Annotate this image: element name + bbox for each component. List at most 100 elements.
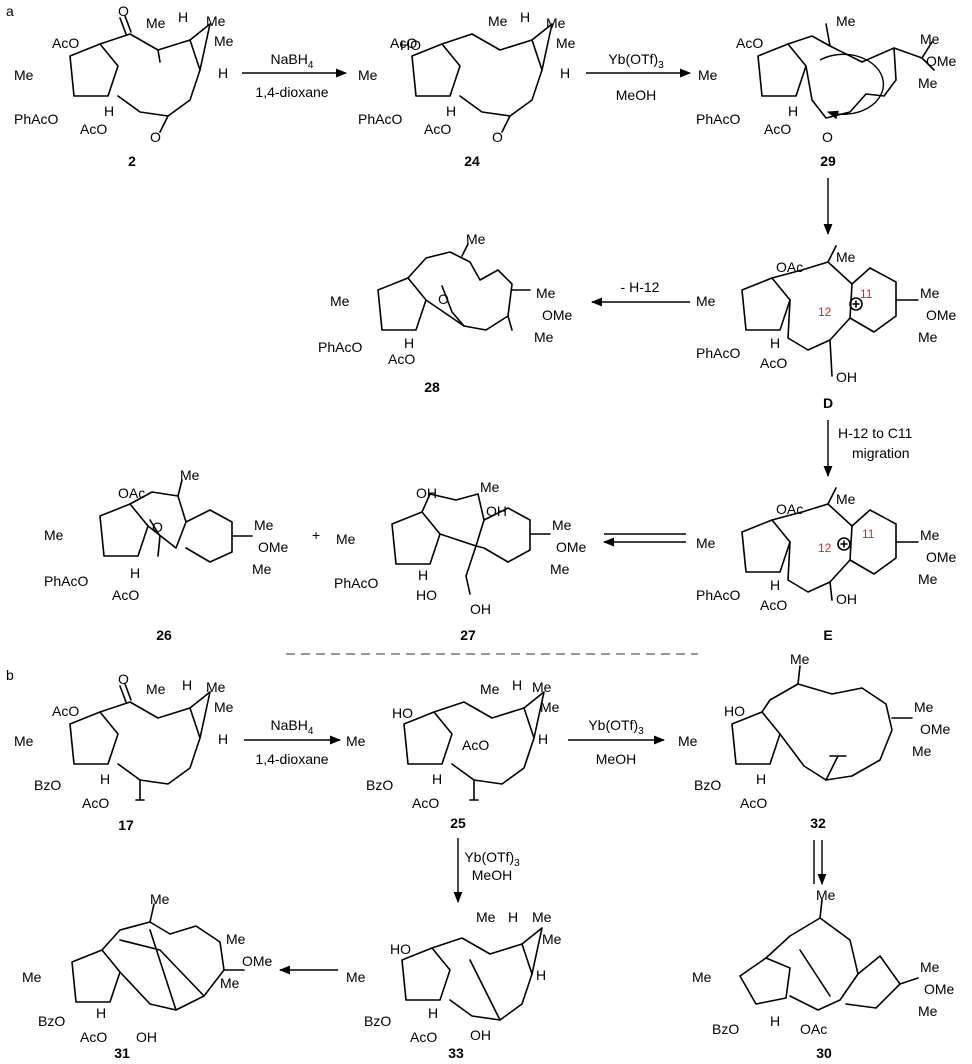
hydrogen-label: H (428, 1005, 438, 1021)
methoxy-label: OMe (926, 53, 957, 69)
methoxy-label: OMe (920, 721, 951, 737)
hydrogen-label: H (520, 9, 530, 25)
methyl-label: Me (550, 561, 570, 577)
methyl-label: Me (14, 67, 34, 83)
methyl-label: Me (696, 293, 716, 309)
reagent-label: NaBH4 (271, 717, 314, 737)
hydroxy-label: HO (392, 705, 413, 721)
compound-24-structure (411, 23, 553, 133)
phenylacetoxy-label: PhAcO (358, 111, 402, 127)
panel-a-label: a (6, 3, 14, 19)
compound-26-structure (99, 479, 253, 563)
methyl-label: Me (918, 75, 938, 91)
methyl-label: Me (546, 15, 566, 31)
methyl-label: Me (146, 15, 166, 31)
acetoxy-label: AcO (760, 597, 787, 613)
hydroxy-label: OH (416, 485, 437, 501)
methyl-label: Me (44, 527, 64, 543)
solvent-label: MeOH (616, 87, 656, 103)
hydrogen-label: H (538, 731, 548, 747)
compound-31-number: 31 (114, 1045, 130, 1061)
acetoxy-label: AcO (424, 121, 451, 137)
solvent-label: MeOH (596, 751, 636, 767)
hydrogen-label: H (512, 677, 522, 693)
methyl-label: Me (918, 1003, 938, 1019)
methyl-label: Me (346, 733, 366, 749)
acetoxy-label: AcO (736, 35, 763, 51)
solvent-label: MeOH (472, 867, 512, 883)
methyl-label: Me (358, 67, 378, 83)
oxygen-label: O (822, 129, 833, 145)
benzoyloxy-label: BzO (366, 777, 393, 793)
methyl-label: Me (790, 651, 810, 667)
intermediate-D-label: D (823, 395, 833, 411)
hydrogen-label: H (770, 577, 780, 593)
methoxy-label: OMe (542, 307, 573, 323)
hydrogen-label: H (218, 65, 228, 81)
acetoxy-label: AcO (52, 35, 79, 51)
compound-28-number: 28 (424, 379, 440, 395)
methyl-label: Me (534, 329, 554, 345)
methoxy-label: OMe (924, 981, 955, 997)
methyl-label: Me (918, 329, 938, 345)
phenylacetoxy-label: PhAcO (334, 575, 378, 591)
methyl-label: Me (214, 699, 234, 715)
acetoxy-label: AcO (388, 351, 415, 367)
panel-b-label: b (6, 667, 14, 683)
methoxy-label: OMe (258, 539, 289, 555)
phenylacetoxy-label: PhAcO (14, 111, 58, 127)
hydrogen-label: H (432, 771, 442, 787)
methyl-label: Me (254, 517, 274, 533)
methoxy-label: OMe (926, 549, 957, 565)
acetoxy-label: AcO (80, 121, 107, 137)
acetoxy-label: AcO (410, 1029, 437, 1045)
methyl-label: Me (920, 285, 940, 301)
solvent-label: 1,4-dioxane (255, 751, 328, 767)
plus-sign: + (312, 527, 320, 543)
compound-24-number: 24 (464, 153, 480, 169)
hydroxy-label: HO (400, 37, 421, 53)
oxygen-label: O (150, 129, 161, 145)
hydroxy-label: OH (836, 369, 857, 385)
phenylacetoxy-label: PhAcO (696, 111, 740, 127)
methoxy-label: OMe (926, 307, 957, 323)
methyl-label: Me (214, 33, 234, 49)
methyl-label: Me (336, 531, 356, 547)
phenylacetoxy-label: PhAcO (318, 339, 362, 355)
acetoxy-label: AcO (740, 795, 767, 811)
methyl-label: Me (480, 681, 500, 697)
methyl-label: Me (696, 535, 716, 551)
methyl-label: Me (678, 733, 698, 749)
hydrogen-label: H (536, 967, 546, 983)
hydrogen-label: H (508, 909, 518, 925)
methyl-label: Me (698, 67, 718, 83)
carbon-11-label: 11 (862, 527, 875, 541)
reagent-label: Yb(OTf)3 (464, 849, 520, 869)
acetoxy-label: AcO (764, 121, 791, 137)
phenylacetoxy-label: PhAcO (696, 587, 740, 603)
methyl-label: Me (542, 931, 562, 947)
hydrogen-label: H (788, 103, 798, 119)
elimination-label: - H-12 (621, 279, 660, 295)
acetoxy-label: AcO (390, 35, 417, 51)
hydroxy-label: OH (136, 1029, 157, 1045)
methyl-label: Me (920, 959, 940, 975)
compound-33-structure (401, 927, 543, 1021)
hydrogen-label: H (218, 731, 228, 747)
benzoyloxy-label: BzO (34, 777, 61, 793)
compound-2-number: 2 (128, 153, 136, 169)
hydroxy-label: OH (836, 591, 857, 607)
compound-33-number: 33 (448, 1045, 464, 1061)
methyl-label: Me (150, 891, 170, 907)
methyl-label: Me (146, 681, 166, 697)
hydrogen-label: H (404, 335, 414, 351)
hydrogen-label: H (178, 9, 188, 25)
hydrogen-label: H (770, 335, 780, 351)
acetate-label: OAc (800, 1021, 827, 1037)
compound-25-number: 25 (450, 815, 466, 831)
acetoxy-label: AcO (412, 795, 439, 811)
acetoxy-label: AcO (112, 587, 139, 603)
migration-label-line-2: migration (852, 445, 910, 461)
benzoyloxy-label: BzO (694, 777, 721, 793)
